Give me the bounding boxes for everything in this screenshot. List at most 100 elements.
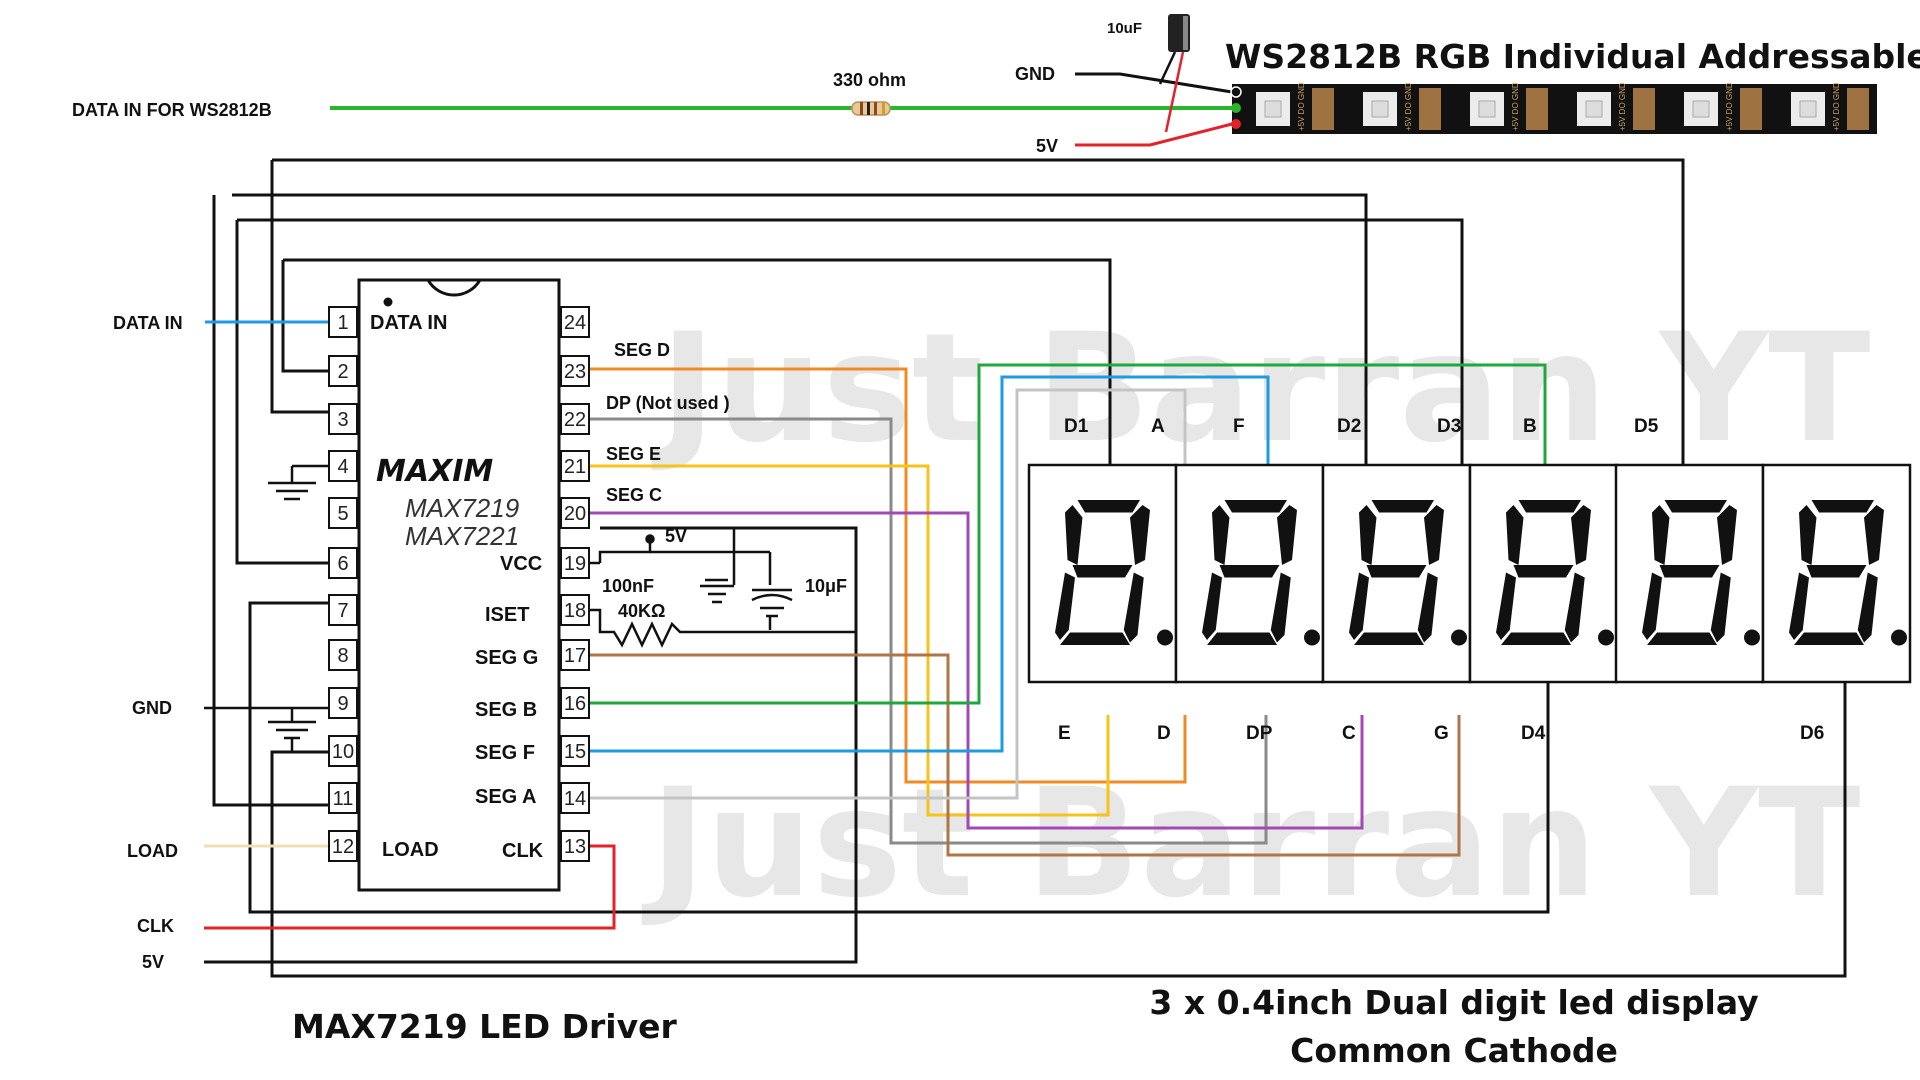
pin-number: 16 (564, 693, 586, 715)
segment-c (1123, 572, 1144, 643)
digit-2 (1174, 463, 1325, 684)
solder-pad (1633, 88, 1655, 130)
resistor-330-icon (851, 101, 891, 116)
ground-icon (204, 706, 329, 752)
pin-15: 15 (560, 735, 590, 767)
wire-seg-c (585, 511, 1364, 830)
pin-number: 18 (564, 600, 586, 622)
segment-e (1642, 572, 1662, 640)
segment-f (1506, 505, 1524, 565)
segment-f (1652, 505, 1670, 565)
segment-dp (1744, 629, 1760, 646)
segment-dp (1304, 629, 1320, 646)
segment-f (1359, 505, 1377, 565)
display-pin-label: D3 (1437, 416, 1461, 437)
wire-pin6 (235, 220, 329, 565)
pin-number: 22 (564, 409, 586, 431)
segment-a (1371, 500, 1434, 513)
watermark-top: Just Barran YT (651, 302, 1870, 476)
segment-e (1789, 572, 1809, 640)
segment-e (1349, 572, 1369, 640)
wire-d3 (237, 218, 1464, 465)
segment-b (1424, 505, 1444, 565)
pad-text: +5V DO GND (1297, 82, 1306, 131)
wire-d1 (283, 258, 1112, 465)
decoupling-network (585, 528, 856, 648)
pin-number: 14 (564, 788, 586, 810)
segment-c (1710, 572, 1731, 643)
pin-24: 24 (560, 306, 590, 338)
seg-e-label: SEG E (606, 444, 661, 464)
pad-text: +5V DO GND (1511, 82, 1520, 131)
pin-14: 14 (560, 782, 590, 814)
chip-seg-g-label: SEG G (475, 647, 538, 669)
load-label: LOAD (127, 841, 178, 861)
pin-10: 10 (328, 735, 358, 767)
pad-text: +5V DO GND (1832, 82, 1841, 131)
display-pin-label: B (1523, 416, 1537, 437)
segment-g (1513, 565, 1574, 578)
segment-b (1717, 505, 1737, 565)
dp-label: DP (Not used ) (606, 393, 730, 413)
solder-pad (1526, 88, 1548, 130)
digit-4 (1468, 463, 1619, 684)
ws-gnd-wire (1075, 72, 1233, 94)
pin-13: 13 (560, 830, 590, 862)
wire-dp (585, 417, 1268, 845)
solder-pad (1312, 88, 1334, 130)
ws-gnd-label: GND (1015, 64, 1055, 84)
segment-c (1564, 572, 1585, 643)
pin-23: 23 (560, 355, 590, 387)
vcc-5v-label: 5V (665, 526, 687, 546)
chip-vcc-label: VCC (500, 553, 542, 575)
segment-b (1571, 505, 1591, 565)
cap-100nf-label: 100nF (602, 576, 654, 596)
pin-5: 5 (328, 497, 358, 529)
pin-6: 6 (328, 547, 358, 579)
segment-d (1060, 632, 1130, 645)
seg-c-label: SEG C (606, 485, 662, 505)
segment-dp (1157, 629, 1173, 646)
pin-19: 19 (560, 547, 590, 579)
max7219-chip (357, 278, 561, 892)
ground-icon (268, 464, 329, 501)
digit-6 (1761, 463, 1912, 684)
ws-5v-label: 5V (1036, 136, 1058, 156)
data-in-label: DATA IN (113, 313, 183, 333)
chip-iset-label: ISET (485, 604, 529, 626)
chip-part-2: MAX7221 (405, 521, 519, 551)
pin-16: 16 (560, 687, 590, 719)
chip-seg-a-label: SEG A (475, 786, 537, 808)
pin-number: 6 (337, 553, 348, 575)
display-pin-label: E (1058, 723, 1071, 744)
pin-number: 9 (337, 693, 348, 715)
chip-data-in-label: DATA IN (370, 312, 447, 334)
wire-clk (204, 844, 616, 930)
pin-1: 1 (328, 306, 358, 338)
display-pin-label: D (1157, 723, 1171, 744)
segment-d (1794, 632, 1864, 645)
display-title-line1: 3 x 0.4inch Dual digit led display (1149, 983, 1758, 1022)
pin-number: 4 (337, 456, 348, 478)
display-title-line2: Common Cathode (1290, 1031, 1618, 1070)
segment-f (1212, 505, 1230, 565)
wire-seg-b (585, 363, 1547, 705)
pin-number: 23 (564, 361, 586, 383)
pin-7: 7 (328, 594, 358, 626)
pin-number: 12 (332, 836, 354, 858)
segment-d (1501, 632, 1571, 645)
clk-label: CLK (137, 916, 174, 936)
pin-22: 22 (560, 403, 590, 435)
wire-d4 (248, 601, 1550, 914)
chip-part-1: MAX7219 (405, 493, 519, 523)
display-pin-label: D5 (1634, 416, 1659, 437)
pin-11: 11 (328, 782, 358, 814)
pin-17: 17 (560, 639, 590, 671)
pin-20: 20 (560, 497, 590, 529)
segment-c (1857, 572, 1878, 643)
pin-number: 11 (333, 788, 354, 810)
pin-number: 7 (337, 600, 348, 622)
pin-number: 1 (337, 312, 348, 334)
